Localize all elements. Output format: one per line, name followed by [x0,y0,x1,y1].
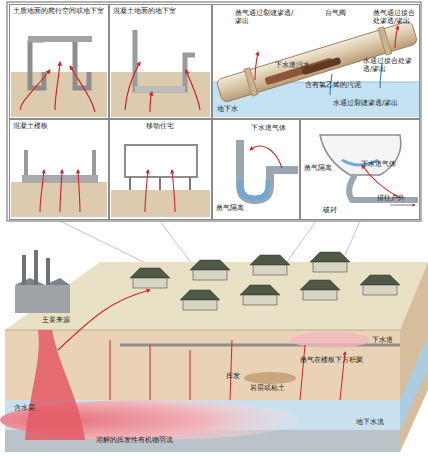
basement-sketch [111,30,210,117]
panel-note: 下水道气体 [361,160,417,168]
illustration-panel: 移动住宅 [109,119,212,220]
panel-note: 下水道污水 [275,61,325,69]
ground-label: 地下水流 [356,418,384,426]
ground-label: 蒸气在楼板下方积聚 [300,356,363,364]
illustration-panel: 下水道气体蒸气隔离 [212,119,300,220]
panel-title: 蒸气通过裂缝渗透/渗出 [235,9,295,25]
illustration-panel: 混凝土地面的地下室 [109,4,212,119]
panel-title: 移动住宅 [146,122,206,130]
panel-title: 蒸气隔离 [304,164,344,172]
crawlspace-sketch [11,36,107,117]
panel-title: 土质地面的爬行空间或地下室 [13,7,105,15]
sewer-pipe-sketch [213,18,419,117]
panel-note: 蒸气通过接合处渗透/渗出 [373,9,417,25]
panel-note: 台气阀 [325,9,365,17]
panel-note: 排往户外 [377,194,417,202]
slab-sketch [11,150,107,217]
ground-label: 含水层 [14,404,35,412]
ground-block [0,250,428,452]
panel-note: 含有氯乙烯的污泥 [305,81,365,89]
ground-label: 溶解的挥发性有机物羽流 [96,436,173,444]
ground-label: 岩层或粘土 [250,384,285,392]
illustration-panel: 蒸气通过裂缝渗透/渗出台气阀蒸气通过接合处渗透/渗出下水道污水含有氯乙烯的污泥水… [212,4,420,119]
panel-title: 下水道气体 [251,124,299,132]
ground-label: 下水道 [372,336,393,344]
p-trap-sketch [240,140,298,200]
panel-title: 混凝土地面的地下室 [113,7,208,15]
panel-note: 破封 [323,206,353,214]
illustration-panel: 蒸气隔离 下水道气体破封 排往户外 [300,119,420,220]
illustration-panel: 土质地面的爬行空间或地下室 [9,4,109,119]
panel-note: 地下水 [217,105,257,113]
panel-title: 混凝土楼板 [13,122,103,130]
ground-label: 主要来源 [42,316,70,324]
panel-note: 蒸气隔离 [216,204,266,212]
panel-frame [7,2,421,221]
illustration-panel: 混凝土楼板 [9,119,109,220]
toilet-sketch [320,135,418,205]
panel-note: 水通过接合处渗透/渗出 [363,57,417,73]
houses [130,252,400,310]
ground-label: 挥发 [226,372,240,380]
mobile-home-sketch [111,145,210,217]
panel-note: 水通过裂缝渗透/渗出 [333,99,413,107]
